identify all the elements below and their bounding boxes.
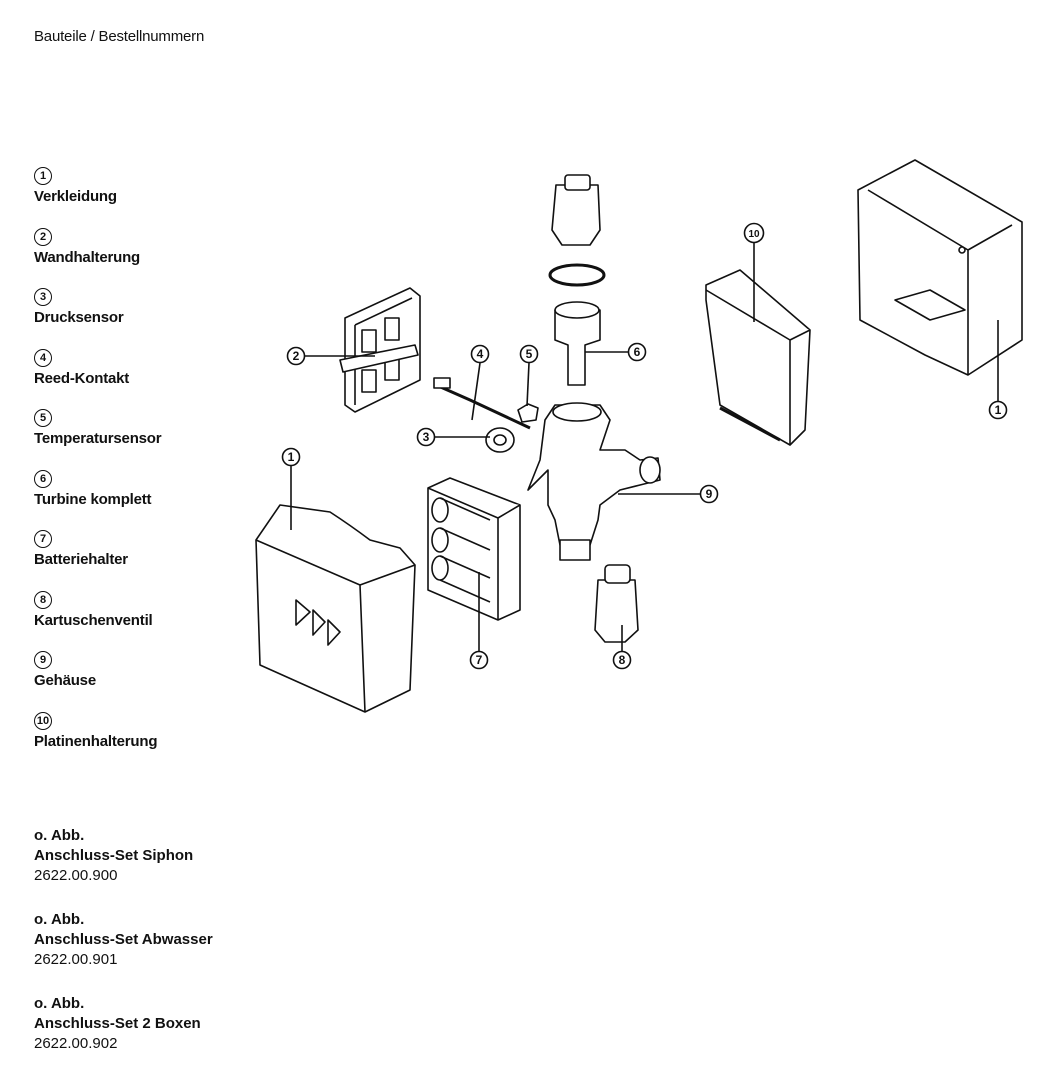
pcb-holder-drawing	[705, 269, 811, 446]
svg-text:2: 2	[293, 349, 300, 363]
accessories-list: o. Abb. Anschluss-Set Siphon 2622.00.900…	[34, 826, 213, 1078]
part-number: 6	[34, 469, 52, 488]
callout-4: 4	[470, 344, 490, 421]
battery-holder-drawing	[427, 477, 521, 621]
svg-text:1: 1	[995, 403, 1002, 417]
svg-text:5: 5	[526, 347, 533, 361]
accessory-item: o. Abb. Anschluss-Set Abwasser 2622.00.9…	[34, 910, 213, 994]
callout-8: 8	[612, 625, 632, 670]
accessory-note: o. Abb.	[34, 995, 85, 1012]
part-name: Drucksensor	[34, 309, 124, 326]
callout-1: 1	[281, 447, 301, 530]
callout-3: 3	[416, 427, 490, 447]
accessory-name: Anschluss-Set Siphon	[34, 847, 194, 864]
part-name: Turbine komplett	[34, 490, 152, 508]
part-number: 7	[34, 530, 52, 548]
part-number: 4	[34, 348, 52, 367]
callout-1-right: 1	[988, 320, 1008, 420]
housing-drawing	[527, 402, 661, 561]
part-name: Verkleidung	[34, 188, 117, 205]
callout-7: 7	[469, 572, 489, 670]
part-name: Temperatursensor	[34, 430, 162, 447]
accessory-note: o. Abb.	[34, 827, 85, 844]
part-number: 9	[34, 651, 52, 669]
cartridge-valve-drawing	[594, 564, 639, 643]
part-number: 3	[34, 288, 52, 306]
part-name: Batteriehalter	[34, 551, 128, 568]
accessory-name: Anschluss-Set 2 Boxen	[34, 1015, 201, 1032]
part-number: 1	[34, 167, 52, 185]
svg-text:7: 7	[476, 653, 483, 667]
callout-6: 6	[585, 342, 647, 362]
svg-text:6: 6	[634, 345, 641, 359]
accessory-name: Anschluss-Set Abwasser	[34, 931, 213, 948]
cover-drawing	[255, 504, 416, 713]
accessory-order-number: 2622.00.901	[34, 951, 118, 968]
part-number: 8	[34, 590, 52, 609]
accessory-note: o. Abb.	[34, 911, 85, 928]
svg-text:9: 9	[706, 487, 713, 501]
turbine-drawing	[548, 174, 606, 386]
accessory-item: o. Abb. Anschluss-Set 2 Boxen 2622.00.90…	[34, 994, 213, 1078]
part-number: 10	[34, 711, 52, 730]
accessory-order-number: 2622.00.900	[34, 867, 118, 884]
svg-text:1: 1	[288, 450, 295, 464]
svg-text:8: 8	[619, 653, 626, 667]
callout-9: 9	[618, 484, 719, 504]
svg-text:4: 4	[477, 347, 484, 361]
part-name: Reed-Kontakt	[34, 369, 130, 387]
callout-10: 10	[743, 222, 765, 322]
part-number: 5	[34, 409, 52, 427]
accessory-order-number: 2622.00.902	[34, 1035, 118, 1052]
part-number: 2	[34, 227, 52, 246]
part-name: Platinenhalterung	[34, 732, 158, 750]
sensors-drawing	[433, 377, 539, 453]
accessory-item: o. Abb. Anschluss-Set Siphon 2622.00.900	[34, 826, 213, 910]
callout-2: 2	[286, 346, 375, 366]
part-name: Gehäuse	[34, 672, 96, 689]
page-title: Bauteile / Bestellnummern	[34, 28, 205, 45]
svg-text:10: 10	[748, 229, 760, 240]
callout-5: 5	[519, 344, 539, 407]
svg-text:3: 3	[423, 430, 430, 444]
cover-right-drawing	[857, 159, 1023, 376]
wall-bracket-drawing	[339, 287, 421, 413]
part-name: Wandhalterung	[34, 248, 141, 266]
part-name: Kartuschenventil	[34, 611, 153, 629]
